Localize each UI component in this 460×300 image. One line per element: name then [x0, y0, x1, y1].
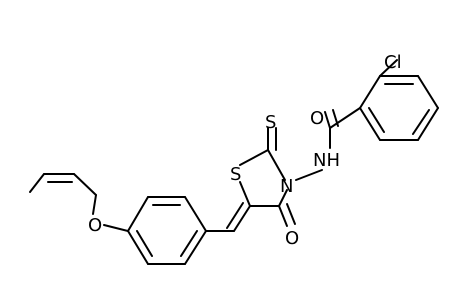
bond	[417, 107, 439, 141]
bond	[127, 196, 149, 232]
bond-n-n	[295, 169, 323, 181]
bond	[73, 173, 97, 196]
bond-c-c	[226, 202, 244, 229]
bond-c-c	[233, 205, 251, 232]
allyloxyphenyl-ring	[127, 196, 207, 265]
bond-c-cl	[379, 59, 398, 77]
thiazolidinone-ring	[239, 149, 288, 207]
atom-label-cl: Cl	[384, 52, 402, 73]
bond	[417, 75, 439, 109]
bond-c-o	[332, 109, 339, 127]
bond	[127, 230, 149, 265]
bond	[278, 189, 288, 207]
atom-label-n: N	[280, 176, 293, 197]
bond	[329, 107, 361, 129]
bond-c-o	[286, 203, 296, 225]
bond	[184, 230, 207, 265]
bond-c-o	[278, 205, 288, 227]
bond-c-o	[324, 111, 331, 129]
bond	[267, 149, 286, 181]
bond	[359, 107, 381, 141]
bond	[136, 230, 153, 257]
bond	[239, 181, 251, 207]
bond	[368, 107, 385, 133]
atom-label-o: O	[88, 215, 102, 236]
chlorophenyl-ring	[359, 75, 439, 141]
atom-label-o: O	[310, 108, 324, 129]
atom-label-nh: NH	[313, 150, 340, 171]
bond-c-o	[103, 224, 129, 232]
bond	[184, 196, 207, 232]
bond	[180, 230, 198, 257]
bond-o-c	[92, 194, 97, 215]
bond	[359, 75, 381, 109]
bond	[239, 149, 269, 166]
atom-label-s: S	[265, 112, 276, 133]
bond	[29, 173, 45, 193]
bond	[412, 109, 430, 135]
atom-label-o: O	[285, 228, 299, 249]
atom-label-s: S	[230, 164, 241, 185]
